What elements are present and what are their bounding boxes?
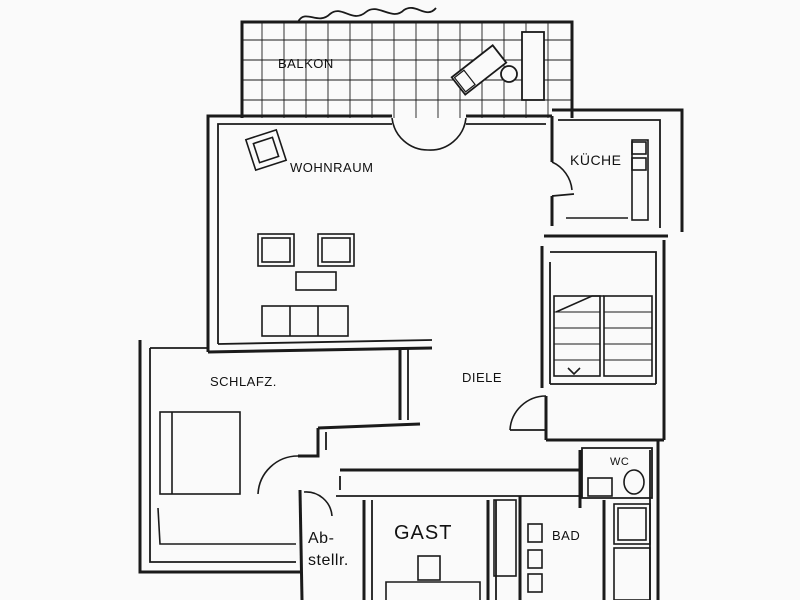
room-label-schlafz: SCHLAFZ. bbox=[210, 374, 277, 389]
balcony-table bbox=[500, 65, 518, 83]
doors bbox=[257, 117, 575, 517]
balcony bbox=[240, 7, 574, 118]
room-label-wohnraum: WOHNRAUM bbox=[290, 160, 374, 175]
room-label-abstellraum: Ab- stellr. bbox=[308, 528, 368, 572]
guest-room-furniture bbox=[385, 555, 481, 600]
room-label-bad: BAD bbox=[552, 528, 581, 543]
room-label-diele: DIELE bbox=[462, 370, 503, 385]
bedroom-furniture bbox=[157, 411, 296, 545]
balcony-bench bbox=[521, 31, 545, 101]
walls bbox=[138, 108, 684, 600]
balcony-lounger bbox=[450, 44, 508, 96]
room-label-wc: WC bbox=[610, 456, 630, 468]
room-label-gast: GAST bbox=[394, 522, 453, 544]
room-label-abstellraum-line-1: Ab- bbox=[308, 530, 335, 547]
room-label-balkon: BALKON bbox=[278, 56, 334, 71]
room-label-kueche: KÜCHE bbox=[570, 152, 622, 168]
staircase bbox=[549, 262, 653, 384]
bathroom-fixtures bbox=[493, 469, 651, 600]
kitchen-furniture bbox=[566, 139, 649, 221]
living-room-furniture bbox=[244, 128, 355, 337]
room-label-abstellraum-line-2: stellr. bbox=[308, 552, 349, 569]
